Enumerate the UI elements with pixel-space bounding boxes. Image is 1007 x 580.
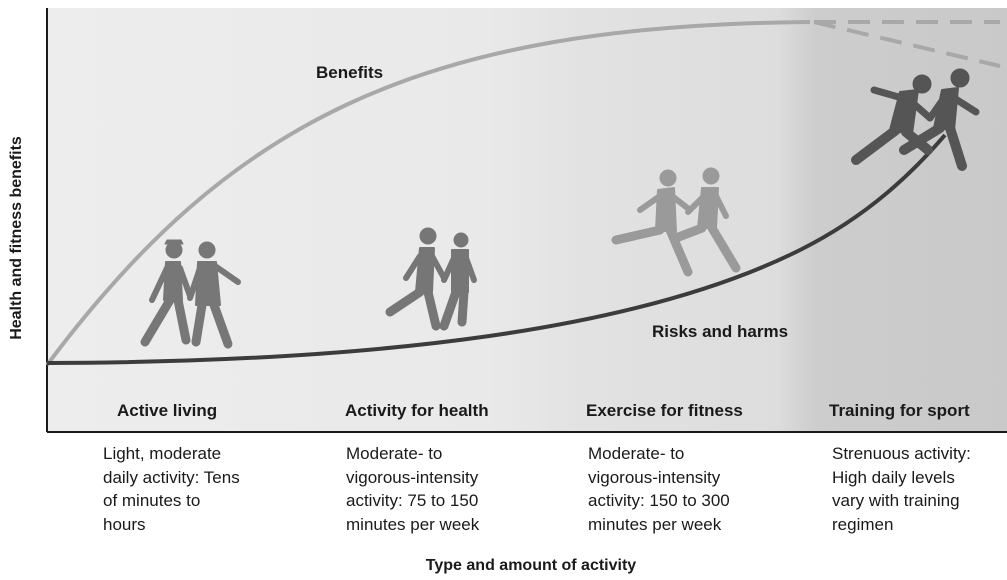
- zone-title-active-living: Active living: [117, 401, 217, 420]
- description-line: Moderate- to: [346, 444, 443, 463]
- plot-area: [47, 8, 1007, 432]
- zone-title-training-for-sport: Training for sport: [829, 401, 970, 420]
- description-line: minutes per week: [588, 514, 722, 534]
- description-line: minutes per week: [346, 514, 480, 534]
- description-line: Strenuous activity:: [832, 444, 971, 463]
- walking-couple-icon: [140, 239, 241, 349]
- sprinting-couple-icon: [851, 68, 980, 171]
- description-line: regimen: [832, 514, 894, 534]
- description-line: hours: [103, 514, 146, 534]
- benefits-curve: [45, 20, 811, 367]
- description-line: High daily levels: [832, 467, 955, 487]
- description-line: Light, moderate: [103, 444, 222, 463]
- risks-curve: [46, 133, 947, 365]
- jogging-couple-icon: [385, 227, 477, 331]
- description-line: activity: 150 to 300: [588, 491, 730, 510]
- zone-description-exercise-for-fitness: Moderate- to vigorous-intensity activity…: [588, 442, 730, 536]
- zone-description-active-living: Light, moderate daily activity: Tens of …: [103, 442, 240, 536]
- x-axis-label: Type and amount of activity: [426, 557, 637, 574]
- description-line: vigorous-intensity: [346, 467, 479, 487]
- running-couple-icon: [611, 167, 741, 277]
- description-line: vary with training: [832, 491, 960, 510]
- zone-title-activity-for-health: Activity for health: [345, 401, 489, 420]
- zone-title-exercise-for-fitness: Exercise for fitness: [586, 401, 743, 420]
- description-line: daily activity: Tens: [103, 467, 240, 487]
- zone-description-training-for-sport: Strenuous activity: High daily levels va…: [832, 442, 971, 536]
- zone-description-activity-for-health: Moderate- to vigorous-intensity activity…: [346, 442, 479, 536]
- description-line: Moderate- to: [588, 444, 685, 463]
- description-line: of minutes to: [103, 491, 201, 510]
- description-line: activity: 75 to 150: [346, 491, 479, 510]
- risks-label: Risks and harms: [652, 322, 788, 341]
- y-axis-label: Health and fitness benefits: [8, 136, 25, 340]
- benefits-label: Benefits: [316, 63, 383, 82]
- description-line: vigorous-intensity: [588, 467, 721, 487]
